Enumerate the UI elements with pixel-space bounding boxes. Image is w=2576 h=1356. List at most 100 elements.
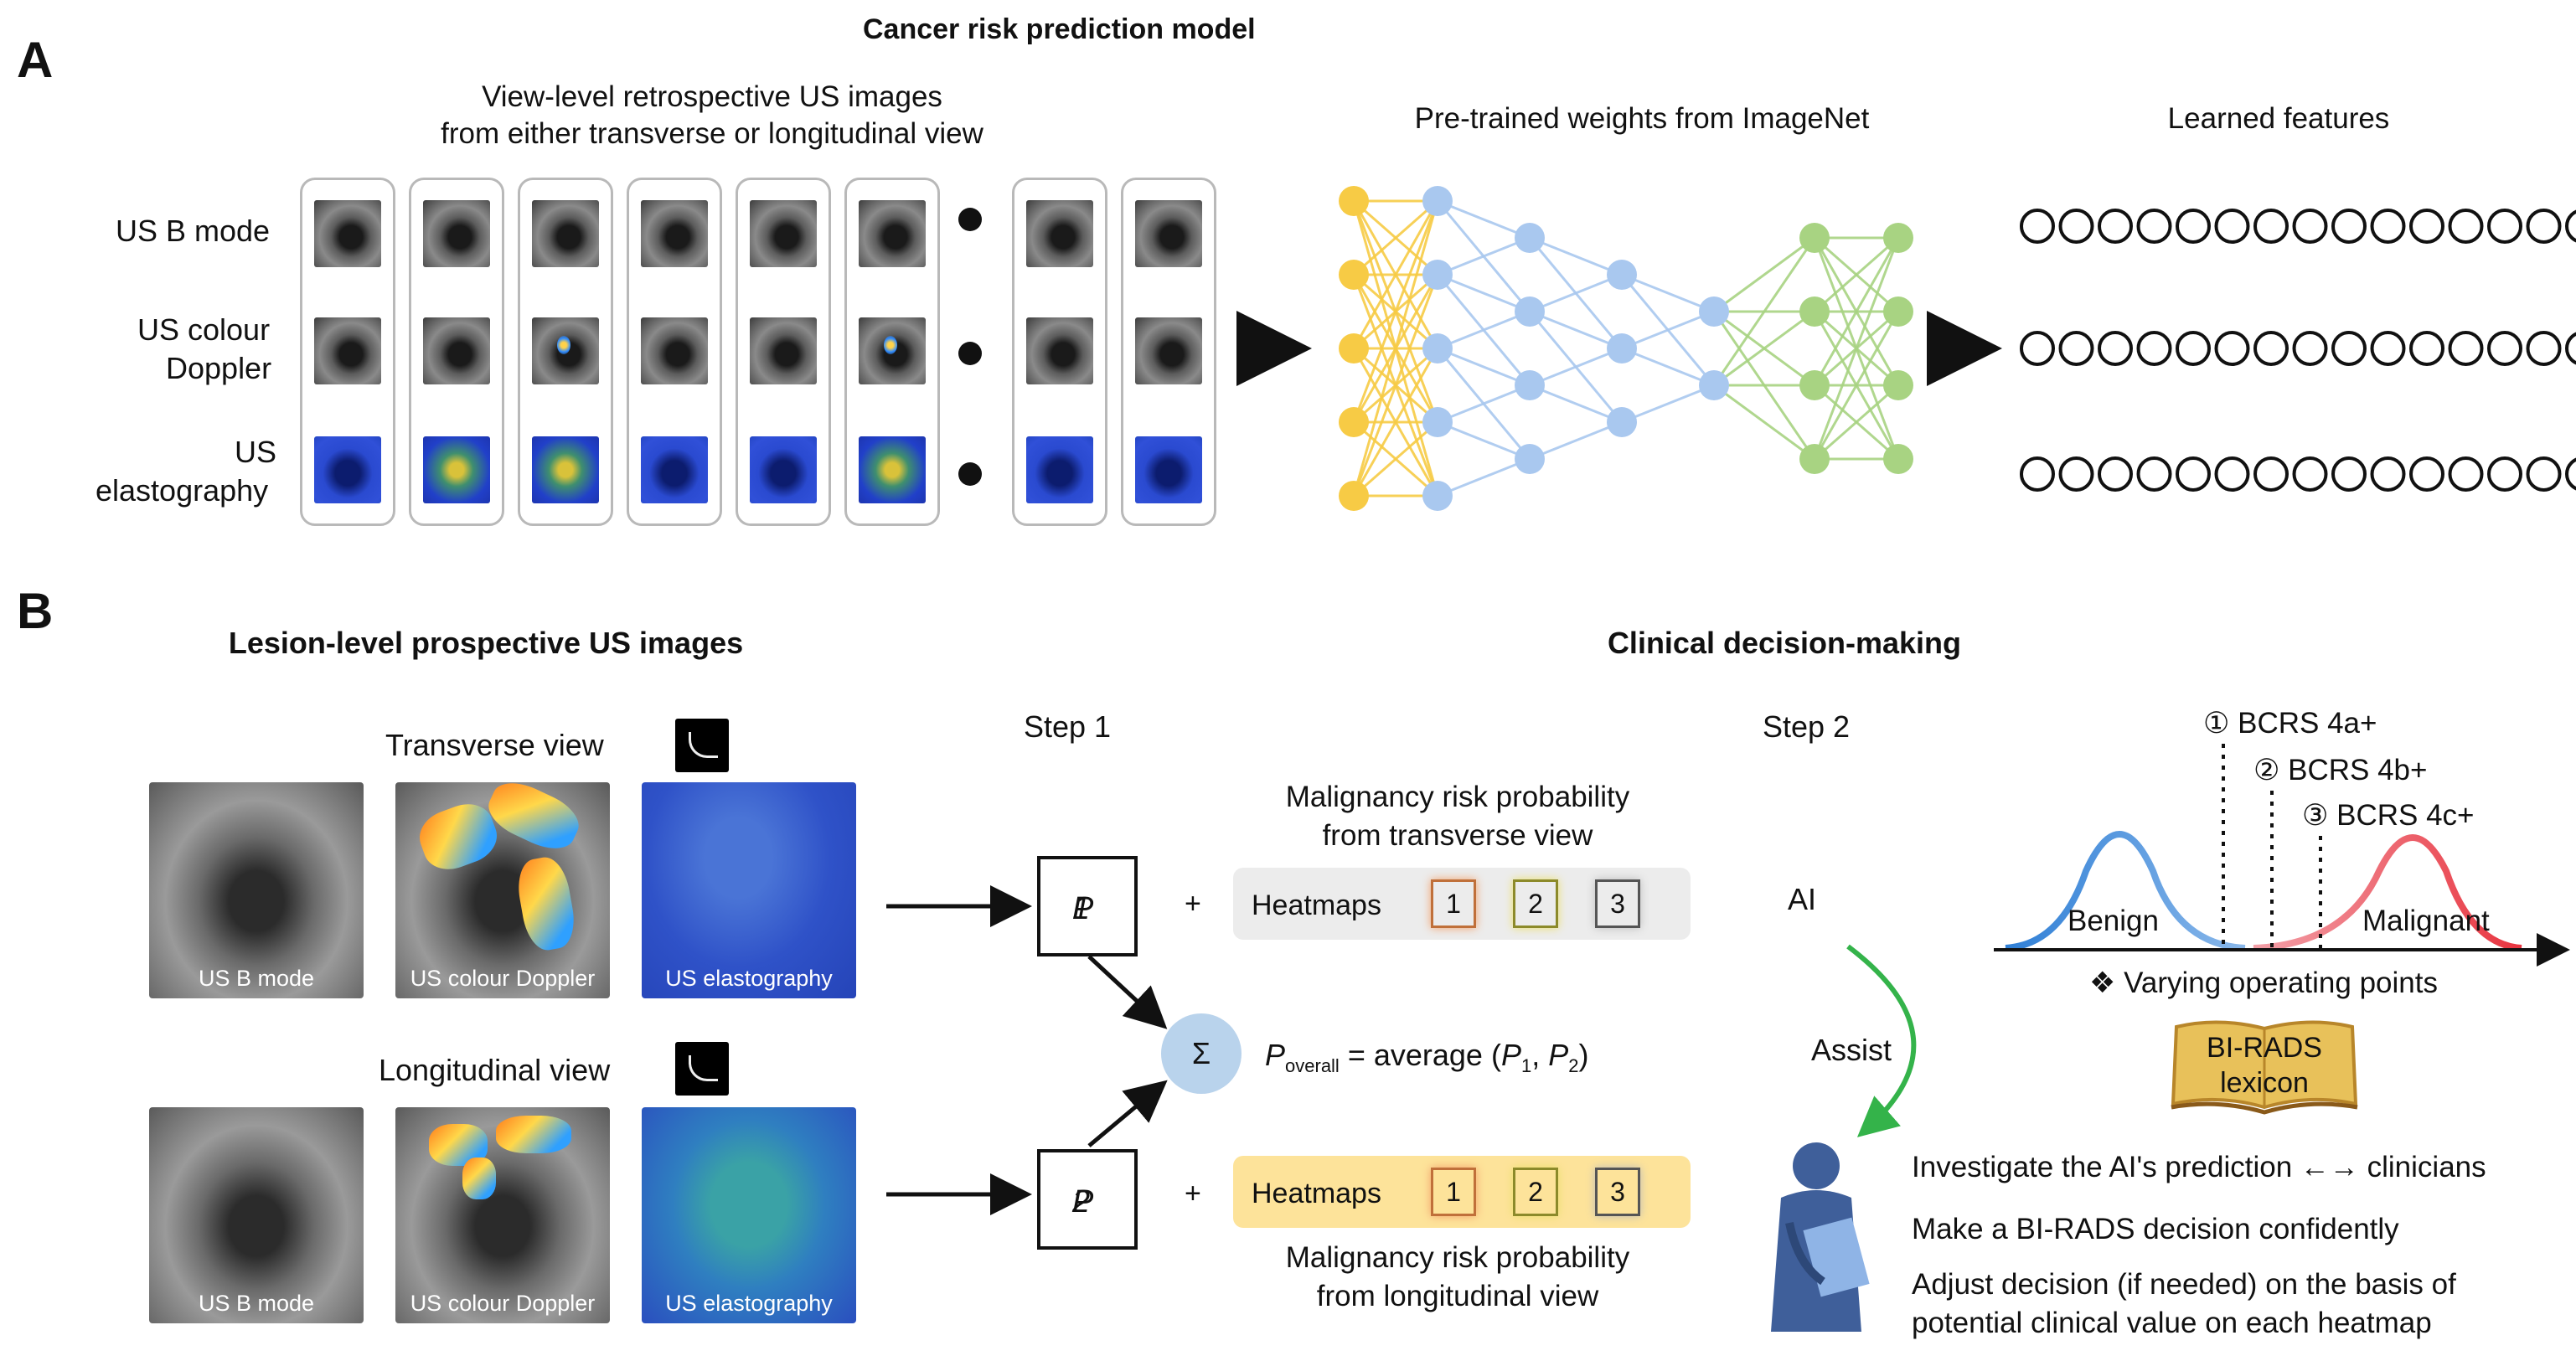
hidden-node	[1515, 296, 1545, 327]
feature-circle	[2253, 456, 2289, 492]
output-node	[1883, 444, 1913, 474]
image-column	[518, 178, 613, 526]
output-node	[1799, 296, 1830, 327]
formula: Poverall = average (P1, P2)	[1265, 1040, 1589, 1075]
heatmaps-row-transverse: Heatmaps 1 2 3	[1233, 868, 1691, 940]
network-edge	[1529, 384, 1623, 424]
network-edge	[1352, 200, 1439, 497]
feature-circle	[2058, 209, 2094, 244]
network-edge	[1437, 347, 1531, 387]
heatmaps-label: Heatmaps	[1252, 1178, 1381, 1209]
feature-circle	[2098, 331, 2133, 366]
transverse-elasto-image: US elastography	[642, 782, 856, 998]
feature-circle	[2253, 209, 2289, 244]
feature-circle	[2487, 456, 2522, 492]
feature-circle	[2565, 457, 2576, 491]
feature-circle	[2526, 456, 2562, 492]
network-edge	[1814, 236, 1899, 313]
network-edge	[1814, 384, 1899, 461]
network-edge	[1813, 311, 1900, 460]
heatmap-box-2: 2	[1513, 879, 1558, 928]
network-edge	[1352, 200, 1439, 349]
image-column	[409, 178, 504, 526]
doppler-thumbnail	[641, 317, 708, 384]
assist-label: Assist	[1811, 1033, 1892, 1067]
network-edge	[1437, 273, 1531, 313]
output-node	[1883, 223, 1913, 253]
elastography-thumbnail	[314, 436, 381, 503]
trans-prob-line1: Malignancy risk probability	[1285, 781, 1630, 813]
formula-overall: overall	[1285, 1055, 1340, 1077]
action-decide: Make a BI-RADS decision confidently	[1912, 1213, 2399, 1245]
network-edge	[1437, 199, 1531, 240]
feature-circle	[2176, 331, 2211, 366]
feature-circle	[2331, 209, 2367, 244]
image-column	[627, 178, 722, 526]
bcrs-4c-label: ③ BCRS 4c+	[2302, 799, 2475, 832]
input-node	[1339, 333, 1369, 363]
network-edge	[1437, 457, 1531, 498]
network-edge	[1352, 274, 1439, 497]
bmode-thumbnail	[750, 200, 817, 267]
feature-circle	[2020, 209, 2055, 244]
feature-circle	[2370, 456, 2406, 492]
formula-comma: ,	[1531, 1038, 1549, 1072]
action-adjust-line2: potential clinical value on each heatmap	[1912, 1307, 2432, 1339]
doppler-flow-blob	[462, 1157, 496, 1199]
network-edge	[1621, 347, 1715, 387]
input-node	[1339, 481, 1369, 511]
plus-sign-1: +	[1185, 888, 1201, 920]
ai-label: AI	[1788, 882, 1817, 916]
elastography-thumbnail	[1026, 436, 1093, 503]
image-column	[1012, 178, 1107, 526]
formula-p1: P	[1500, 1038, 1521, 1072]
formula-p1-sub: 1	[1520, 1055, 1532, 1077]
transverse-doppler-image: US colour Doppler	[395, 782, 610, 998]
network-edge	[1352, 200, 1439, 423]
hidden-node	[1607, 407, 1637, 437]
heatmap-box-3: 3	[1595, 1168, 1640, 1216]
network-edge	[1353, 420, 1438, 498]
feature-circle	[2020, 456, 2055, 492]
feature-circle	[2058, 331, 2094, 366]
network-edge	[1437, 310, 1531, 350]
feature-circle	[2292, 331, 2328, 366]
feature-circle	[2176, 209, 2211, 244]
output-node	[1883, 370, 1913, 400]
image-label: US colour Doppler	[410, 966, 596, 991]
formula-p2-sub: 2	[1568, 1055, 1579, 1077]
book-line2: lexicon	[2220, 1067, 2309, 1099]
formula-p: P	[1265, 1038, 1286, 1072]
feature-circle	[2098, 209, 2133, 244]
input-node	[1339, 260, 1369, 290]
heatmap-box-3: 3	[1595, 879, 1640, 928]
bmode-thumbnail	[641, 200, 708, 267]
breast-probe-icon-transverse	[675, 719, 729, 772]
breast-probe-icon-longitudinal	[675, 1042, 729, 1096]
action-adjust-line1: Adjust decision (if needed) on the basis…	[1912, 1268, 2456, 1301]
hidden-node	[1515, 223, 1545, 253]
malignant-label: Malignant	[2362, 905, 2490, 937]
operating-points-label: ❖ Varying operating points	[2089, 967, 2438, 999]
network-edge	[1621, 310, 1715, 350]
formula-rest: = average (	[1339, 1038, 1501, 1072]
malignant-curve	[2253, 834, 2522, 951]
hidden-node	[1515, 370, 1545, 400]
arrow-p2-to-sigma	[1087, 1080, 1168, 1147]
hidden-node	[1422, 260, 1453, 290]
bmode-thumbnail	[1135, 200, 1202, 267]
feature-circle	[2331, 331, 2367, 366]
network-edge	[1437, 384, 1531, 424]
image-label: US elastography	[665, 966, 833, 991]
feature-circle	[2565, 209, 2576, 243]
long-prob-line1: Malignancy risk probability	[1285, 1241, 1630, 1274]
feature-circle	[2487, 209, 2522, 244]
network-edge	[1813, 237, 1900, 460]
network-edge	[1621, 273, 1715, 313]
hidden-node	[1699, 296, 1729, 327]
heatmap-box-1: 1	[1431, 879, 1476, 928]
heatmap-box-2: 2	[1513, 1168, 1558, 1216]
transverse-view-label: Transverse view	[385, 728, 604, 762]
network-edge	[1437, 420, 1531, 461]
doppler-thumbnail	[750, 317, 817, 384]
